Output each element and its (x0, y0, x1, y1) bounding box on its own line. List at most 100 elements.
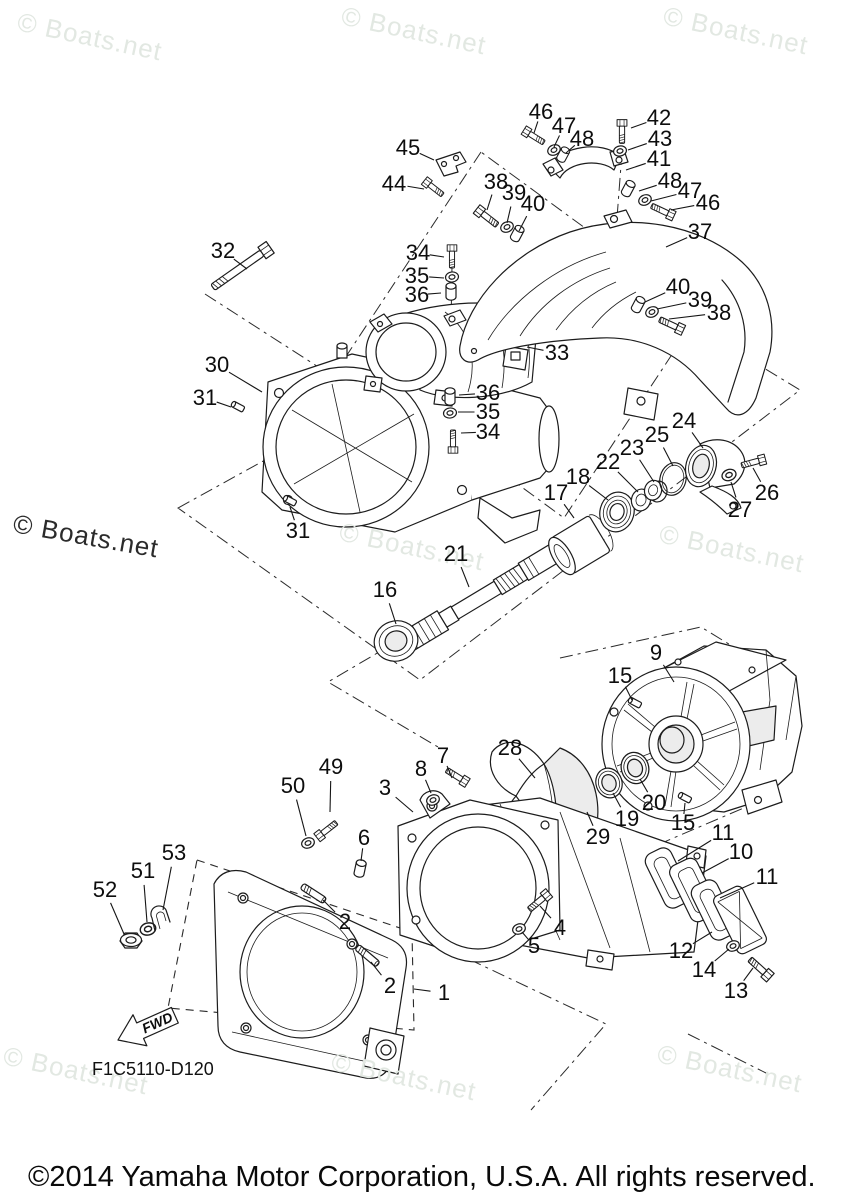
leader-line-13 (743, 967, 754, 981)
leader-line-31 (289, 506, 295, 521)
callout-52: 52 (93, 877, 117, 902)
part-17-spacer (548, 514, 614, 576)
leader-line-17 (563, 503, 575, 519)
callout-23: 23 (620, 435, 644, 460)
callout-47: 47 (678, 178, 702, 203)
leader-line-34 (460, 431, 476, 434)
leader-line-5 (521, 931, 530, 941)
leader-line-34 (429, 254, 445, 258)
callout-31: 31 (193, 385, 217, 410)
leader-line-40 (518, 215, 528, 232)
callout-48: 48 (570, 126, 594, 151)
watermark-text: © Boats.net (339, 1, 489, 61)
bushing-36b (444, 387, 456, 406)
callout-34: 34 (406, 240, 430, 265)
part-3-intake-housing (397, 790, 707, 971)
leader-line-37 (665, 237, 688, 248)
washer-47b (636, 192, 654, 208)
leader-line-31 (216, 401, 232, 408)
watermark-text: © Boats.net (329, 1047, 479, 1107)
leader-line-51 (143, 884, 148, 923)
callout-46: 46 (529, 99, 553, 124)
callout-18: 18 (566, 464, 590, 489)
callout-17: 17 (544, 480, 568, 505)
callout-34: 34 (476, 419, 500, 444)
part-25-oring (659, 462, 687, 496)
bushing-6 (352, 858, 368, 879)
leader-line-21 (460, 566, 470, 588)
part-30-housing (261, 342, 560, 544)
watermark-text: © Boats.net (657, 519, 807, 579)
part-code: F1C5110-D120 (92, 1059, 214, 1079)
leader-line-6 (360, 848, 364, 862)
watermark-text: © Boats.net (661, 1, 811, 61)
leader-line-50 (295, 799, 307, 837)
callout-38: 38 (707, 300, 731, 325)
callout-36: 36 (476, 380, 500, 405)
callout-1: 1 (438, 980, 450, 1005)
bolt-46b (648, 200, 677, 222)
leader-line-53 (162, 866, 172, 911)
bushing-36a (445, 282, 457, 301)
callout-27: 27 (728, 497, 752, 522)
callout-5: 5 (528, 933, 540, 958)
leader-line-36 (458, 393, 475, 396)
callout-11: 11 (712, 820, 735, 845)
bolt-38a (472, 204, 502, 230)
leader-line-1 (413, 988, 431, 992)
callout-22: 22 (596, 449, 620, 474)
part-18-bearing (599, 491, 635, 533)
callout-46: 46 (696, 190, 720, 215)
copyright-text: ©2014 Yamaha Motor Corporation, U.S.A. A… (28, 1161, 816, 1193)
leader-line-32 (233, 258, 248, 270)
leader-line-41 (625, 162, 646, 171)
fwd-arrow: FWD (117, 1006, 179, 1047)
leader-line-7 (446, 765, 453, 779)
washer-35a (444, 270, 460, 284)
leader-line-18 (588, 485, 609, 501)
part-1-dashed-outline (167, 859, 415, 1031)
callout-41: 41 (647, 146, 671, 171)
callout-21: 21 (444, 541, 468, 566)
callout-12: 12 (669, 938, 693, 963)
callout-19: 19 (615, 806, 639, 831)
leader-line-12 (692, 931, 713, 945)
leader-line-19 (612, 792, 622, 808)
callout-48: 48 (658, 168, 682, 193)
leader-line-35 (429, 276, 445, 279)
callout-25: 25 (645, 422, 669, 447)
callout-26: 26 (755, 480, 779, 505)
callout-4: 4 (554, 915, 566, 940)
callout-33: 33 (545, 340, 569, 365)
callout-44: 44 (382, 171, 406, 196)
pin-31a (229, 400, 246, 413)
callout-15: 15 (671, 810, 695, 835)
leader-line-28 (518, 758, 536, 779)
callout-38: 38 (484, 169, 508, 194)
leader-line-26 (752, 467, 762, 483)
leader-line-44 (407, 185, 425, 190)
callout-8: 8 (415, 756, 427, 781)
callout-30: 30 (205, 352, 229, 377)
leader-line-3 (395, 796, 414, 813)
callout-51: 51 (131, 858, 155, 883)
part-1-transom-plate (213, 869, 408, 1079)
part-45-bracket (435, 151, 467, 177)
callout-7: 7 (437, 743, 449, 768)
leader-line-36 (427, 292, 442, 295)
callout-3: 3 (379, 775, 391, 800)
callout-37: 37 (688, 219, 712, 244)
leader-line-15 (624, 686, 633, 701)
leader-line-15 (683, 802, 686, 815)
leader-line-48 (565, 144, 576, 154)
callout-45: 45 (396, 135, 420, 160)
callout-11: 11 (756, 864, 779, 889)
part-16-seal (373, 620, 419, 662)
callout-39: 39 (688, 287, 712, 312)
callout-36: 36 (405, 282, 429, 307)
callout-14: 14 (692, 957, 716, 982)
leader-line-14 (714, 948, 730, 962)
callout-29: 29 (586, 824, 610, 849)
